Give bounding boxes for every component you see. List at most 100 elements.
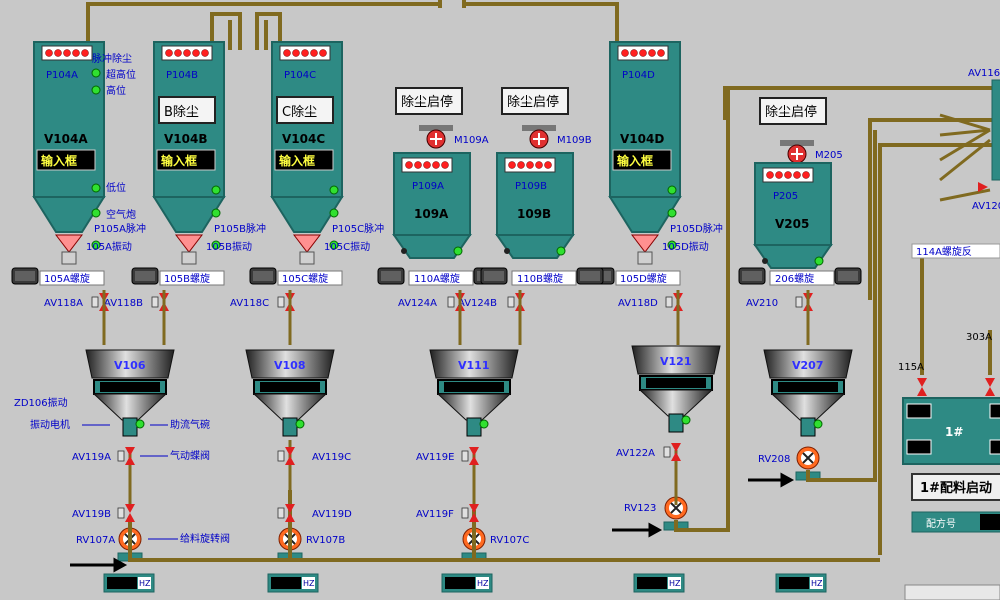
bin-name: V104B xyxy=(164,132,207,146)
vibrator-indicator xyxy=(211,240,221,250)
right-distribution-lines xyxy=(939,113,991,202)
screw-motor-icon[interactable] xyxy=(249,267,277,285)
recipe-label: 配方号 xyxy=(926,517,956,530)
screw-motor-icon[interactable] xyxy=(377,267,405,285)
dust-name: 109B xyxy=(517,207,551,221)
valve-label: AV122A xyxy=(616,448,655,459)
screw-conveyor[interactable]: 206螺旋 xyxy=(769,270,835,286)
bin-input-label: 输入框 xyxy=(41,153,77,168)
bin-input-box[interactable]: 输入框 xyxy=(156,149,216,171)
legend-motor: 振动电机 xyxy=(30,418,70,431)
level-indicator xyxy=(91,85,101,95)
vibrator-indicator xyxy=(329,240,339,250)
valve-av118c[interactable] xyxy=(277,293,295,311)
top-pipes xyxy=(86,0,619,50)
fan-motor-icon[interactable] xyxy=(780,140,814,164)
valve-av119d[interactable] xyxy=(277,504,295,522)
rotary-valve-rv208[interactable] xyxy=(796,446,820,470)
screw-motor-icon[interactable] xyxy=(738,267,766,285)
bin-dust-button[interactable]: B除尘 xyxy=(158,96,216,124)
valve-av118b[interactable] xyxy=(151,293,169,311)
screw-conveyor[interactable]: 105B螺旋 xyxy=(159,270,225,286)
bin-name: V104C xyxy=(282,132,325,146)
valve-av118d[interactable] xyxy=(665,293,683,311)
valve-label: AV210 xyxy=(746,298,778,309)
screw-label: 105D螺旋 xyxy=(620,272,667,285)
av120-valve-icon[interactable] xyxy=(978,182,988,192)
pulse-indicator xyxy=(91,208,101,218)
screw-label: 110B螺旋 xyxy=(517,272,563,285)
valve-av122a[interactable] xyxy=(663,443,681,461)
bin-input-box[interactable]: 输入框 xyxy=(36,149,96,171)
bin-vibration-label: 105C振动 xyxy=(324,240,370,253)
screw-conveyor[interactable]: 110A螺旋 xyxy=(408,270,474,286)
legend-bfly: 气动蝶阀 xyxy=(170,449,210,462)
valve-av119e[interactable] xyxy=(461,447,479,465)
bin-pulse-label: P105A脉冲 xyxy=(94,222,146,235)
valve-av210[interactable] xyxy=(795,293,813,311)
screw-motor-icon[interactable] xyxy=(131,267,159,285)
bin-v104b: P104BV104B输入框B除尘P105B脉冲105B振动105B螺旋AV118… xyxy=(104,41,266,311)
screw-conveyor[interactable]: 110B螺旋 xyxy=(511,270,577,286)
screw-114a-box[interactable] xyxy=(911,243,1000,259)
valve-av119b[interactable] xyxy=(117,504,135,522)
valve-av119c[interactable] xyxy=(277,447,295,465)
recipe-panel xyxy=(911,511,1000,533)
frequency-display[interactable]: HZ xyxy=(441,573,493,593)
valve-label: AV119D xyxy=(312,509,352,520)
dust-start-stop-button[interactable]: 除尘启停 xyxy=(501,87,569,115)
valve-av119a[interactable] xyxy=(117,447,135,465)
dust-start-stop-button[interactable]: 除尘启停 xyxy=(759,97,827,125)
bin-dust-label: B除尘 xyxy=(164,105,199,120)
valve-label: AV118B xyxy=(104,298,143,309)
frequency-display[interactable]: HZ xyxy=(633,573,685,593)
fan-motor-icon[interactable] xyxy=(419,125,453,149)
screw-114a-label: 114A螺旋反 xyxy=(916,245,972,258)
hopper-name: V207 xyxy=(792,359,823,372)
bin-vibration-label: 105A振动 xyxy=(86,240,132,253)
valve-label: AV119A xyxy=(72,452,111,463)
screw-motor-icon[interactable] xyxy=(480,267,508,285)
av116-label: AV116 xyxy=(968,68,1000,79)
frequency-display[interactable]: HZ xyxy=(103,573,155,593)
screw-conveyor[interactable]: 105A螺旋 xyxy=(39,270,105,286)
hz-unit: HZ xyxy=(811,579,823,588)
frequency-display[interactable]: HZ xyxy=(775,573,827,593)
v303-valve-icon[interactable] xyxy=(985,378,995,387)
screw-conveyor[interactable]: 105D螺旋 xyxy=(615,270,681,286)
vibrator-indicator xyxy=(667,240,677,250)
dust-start-stop-button[interactable]: 除尘启停 xyxy=(395,87,463,115)
screw-motor-icon[interactable] xyxy=(834,267,862,285)
flow-aid-indicator xyxy=(135,419,145,429)
bin-input-box[interactable]: 输入框 xyxy=(274,149,334,171)
bin-low-label: 低位 xyxy=(106,181,126,194)
rotary-valve-label: RV107A xyxy=(76,535,115,546)
hz-unit: HZ xyxy=(669,579,681,588)
level-indicator xyxy=(211,185,221,195)
batch-start-button[interactable] xyxy=(911,473,1000,501)
frequency-display[interactable]: HZ xyxy=(267,573,319,593)
v115-valve-icon[interactable] xyxy=(917,378,927,387)
bin-vibration-label: 105D振动 xyxy=(662,240,709,253)
rotary-valve-rv123[interactable] xyxy=(664,496,688,520)
v115-label: 115A xyxy=(898,362,924,373)
batch-start-label: 1#配料启动 xyxy=(920,480,992,496)
hz-unit: HZ xyxy=(139,579,151,588)
screw-conveyor[interactable]: 105C螺旋 xyxy=(277,270,343,286)
bin-vibration-label: 105B振动 xyxy=(206,240,252,253)
valve-av124b[interactable] xyxy=(507,293,525,311)
screw-motor-icon[interactable] xyxy=(576,267,604,285)
screw-motor-icon[interactable] xyxy=(11,267,39,285)
fan-motor-icon[interactable] xyxy=(522,125,556,149)
hz-unit: HZ xyxy=(477,579,489,588)
flow-aid-indicator xyxy=(295,419,305,429)
valve-label: AV118A xyxy=(44,298,83,309)
dust-button-label: 除尘启停 xyxy=(401,94,453,110)
valve-av119f[interactable] xyxy=(461,504,479,522)
vibrator-icon xyxy=(174,234,204,253)
bin-input-box[interactable]: 输入框 xyxy=(612,149,672,171)
bin-dust-button[interactable]: C除尘 xyxy=(276,96,334,124)
